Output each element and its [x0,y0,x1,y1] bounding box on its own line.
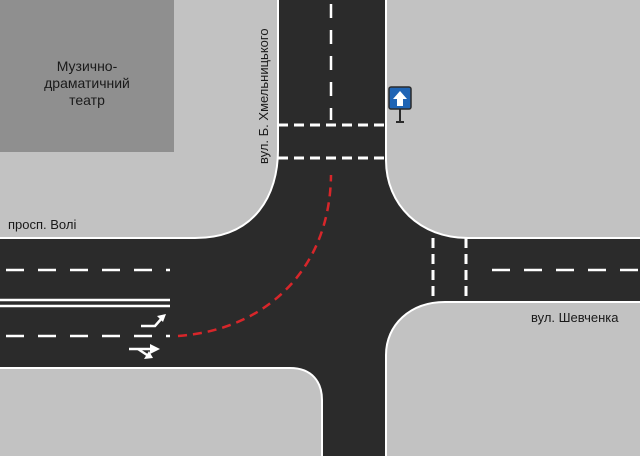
crosswalk-lines [278,123,468,302]
turn-left-arrow-icon [141,314,166,328]
theatre-label-line2: драматичний [44,75,130,91]
theatre-label-line1: Музично- [57,58,118,74]
sidewalk-bottom-left [0,368,322,456]
sidewalk-top-right [386,0,640,238]
theatre-building [0,0,174,152]
street-label-vertical: вул. Б. Хмельницького [256,28,271,164]
route-path [177,174,333,338]
sidewalk-bottom-right [386,302,640,456]
one-way-road-sign-icon [388,86,412,123]
street-label-right: вул. Шевченка [531,310,619,325]
theatre-label-line3: театр [69,92,105,108]
straight-or-right-arrow-icon [129,344,160,359]
street-label-left: просп. Волі [8,217,76,232]
lane-markings [0,4,640,338]
